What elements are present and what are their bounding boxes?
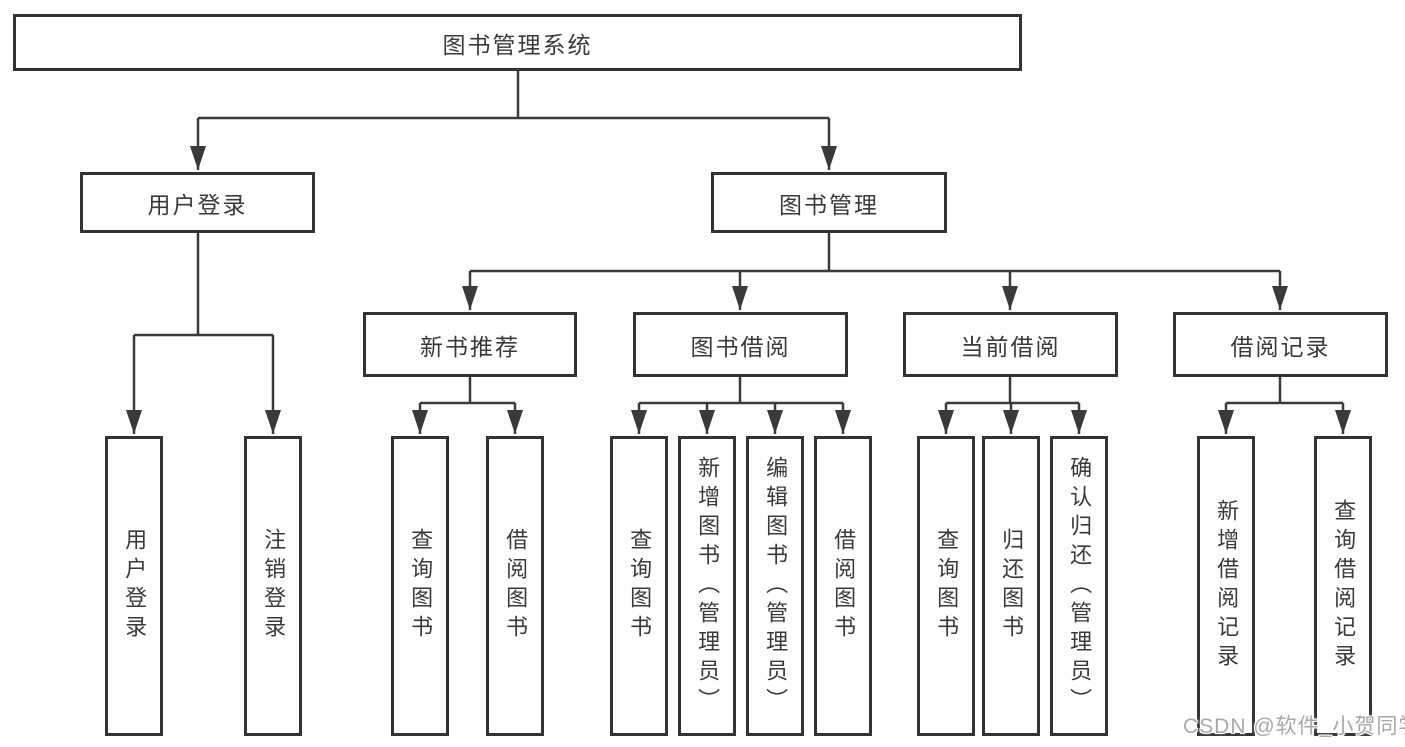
leaf-user-login: 用户登录: [105, 436, 163, 736]
leaf-return-book: 归还图书: [982, 436, 1040, 736]
node-label: 归还图书: [999, 528, 1025, 644]
node-label: 新增图书（管理员）: [695, 455, 721, 717]
node-book-borrowing: 图书借阅: [633, 312, 848, 377]
node-label: 查询图书: [934, 528, 960, 644]
node-label: 图书管理: [779, 191, 879, 218]
leaf-borrow-books-recommend: 借阅图书: [486, 436, 544, 736]
node-label: 借阅图书: [831, 528, 857, 644]
leaf-add-borrow-record: 新增借阅记录: [1197, 436, 1255, 736]
node-label: 编辑图书（管理员）: [763, 455, 789, 717]
leaf-logout: 注销登录: [244, 436, 302, 736]
leaf-query-books-borrowing: 查询图书: [610, 436, 668, 736]
leaf-query-books-recommend: 查询图书: [391, 436, 449, 736]
node-label: 用户登录: [147, 191, 248, 218]
node-label: 新书推荐: [420, 333, 520, 360]
node-label: 借阅记录: [1230, 333, 1331, 360]
node-current-borrowing: 当前借阅: [903, 312, 1118, 377]
node-label: 确认归还（管理员）: [1067, 455, 1093, 717]
node-label: 注销登录: [261, 528, 287, 644]
node-book-management: 图书管理: [711, 172, 947, 233]
node-label: 用户登录: [122, 528, 148, 644]
node-label: 图书管理系统: [442, 31, 593, 58]
leaf-query-books-current: 查询图书: [917, 436, 975, 736]
node-label: 查询图书: [408, 528, 434, 644]
node-label: 借阅图书: [503, 528, 529, 644]
node-label: 查询借阅记录: [1331, 499, 1357, 673]
node-label: 图书借阅: [690, 333, 791, 360]
leaf-borrow-books: 借阅图书: [814, 436, 872, 736]
node-new-book-recommendation: 新书推荐: [363, 312, 577, 377]
leaf-edit-book-admin: 编辑图书（管理员）: [746, 436, 804, 736]
node-label: 新增借阅记录: [1214, 499, 1240, 673]
csdn-watermark: CSDN @软件_小贺同学: [1183, 715, 1405, 738]
leaf-add-book-admin: 新增图书（管理员）: [678, 436, 736, 736]
node-label: 当前借阅: [960, 333, 1061, 360]
leaf-confirm-return-admin: 确认归还（管理员）: [1050, 436, 1108, 736]
node-root: 图书管理系统: [13, 14, 1022, 71]
node-borrowing-records: 借阅记录: [1173, 312, 1388, 377]
node-user-login: 用户登录: [80, 172, 315, 233]
leaf-query-borrow-record: 查询借阅记录: [1314, 436, 1372, 736]
node-label: 查询图书: [627, 528, 653, 644]
